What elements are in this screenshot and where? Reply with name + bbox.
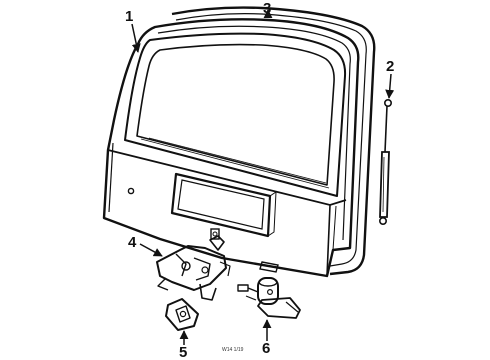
support-strut <box>378 99 392 226</box>
callout-6: 6 <box>262 340 270 357</box>
leader-4 <box>139 243 163 257</box>
liftgate-panel <box>102 18 360 278</box>
weatherstrip-seal <box>171 6 376 276</box>
callout-2: 2 <box>386 58 394 75</box>
callout-1: 1 <box>125 8 133 25</box>
striker <box>165 298 199 331</box>
callout-3: 3 <box>263 0 271 17</box>
lock-actuator <box>237 277 301 319</box>
leader-1 <box>131 23 141 53</box>
leader-2 <box>385 73 395 99</box>
callout-leaders <box>131 9 395 345</box>
callout-4: 4 <box>128 234 137 251</box>
callout-5: 5 <box>179 344 187 360</box>
latch-assembly <box>156 235 231 301</box>
reference-code: W14 1/19 <box>222 347 244 353</box>
